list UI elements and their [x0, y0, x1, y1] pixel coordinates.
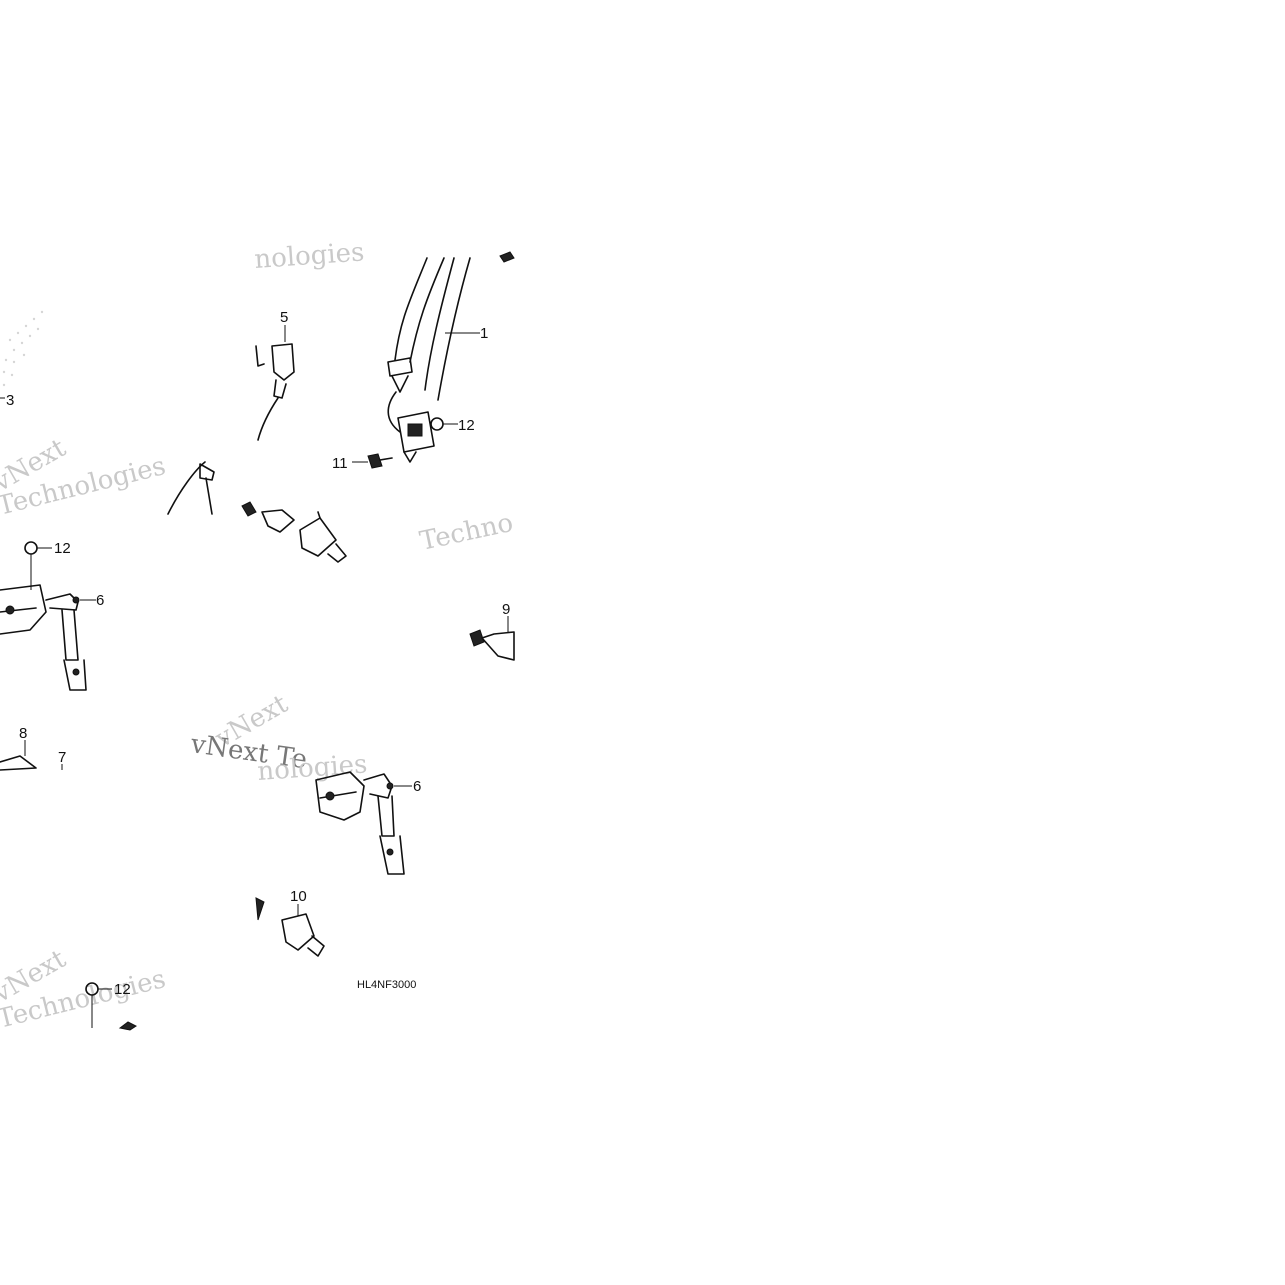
callout-8: 8 — [19, 725, 27, 742]
seat-belt-buckle — [255, 325, 295, 441]
flange-nut — [430, 417, 458, 431]
belt-guide-fragment — [167, 461, 215, 515]
watermark-text: nologies — [253, 237, 365, 275]
clip-fragment — [499, 251, 515, 263]
callout-12-middle: 12 — [54, 540, 71, 557]
watermark-layer: nologies vNext Technologies Techno vNext… — [0, 237, 516, 1034]
callout-9: 9 — [502, 601, 510, 618]
flange-bolt — [352, 453, 393, 469]
flange-nut-left — [24, 541, 52, 590]
callout-10: 10 — [290, 888, 307, 905]
diagram-code: HL4NF3000 — [357, 979, 416, 991]
buckle-fragment-8 — [0, 740, 37, 771]
watermark-text: Techno — [417, 508, 516, 557]
callout-11: 11 — [332, 455, 348, 472]
seat-belt-retractor-assembly — [387, 257, 480, 463]
callout-5: 5 — [280, 309, 288, 326]
callout-3: 3 — [6, 392, 14, 409]
seat-belt-buckle-10 — [255, 897, 325, 957]
rear-seat-belt-anchor — [0, 584, 96, 691]
callout-12-bottom: 12 — [114, 981, 131, 998]
flange-nut-bottom — [85, 982, 112, 1028]
callout-6-top: 6 — [96, 592, 104, 609]
clip-fragment-bottom — [118, 1021, 137, 1031]
rear-seat-belt-anchor-lower — [315, 771, 412, 875]
callout-1: 1 — [480, 325, 488, 342]
seat-belt-buckle-right — [469, 616, 515, 661]
callout-7: 7 — [58, 749, 66, 766]
callout-12-top: 12 — [458, 417, 475, 434]
watermark-text: nologies — [256, 749, 368, 787]
dotted-texture — [2, 310, 44, 387]
callout-6-bottom: 6 — [413, 778, 421, 795]
seat-belt-buckle-center — [241, 501, 347, 563]
